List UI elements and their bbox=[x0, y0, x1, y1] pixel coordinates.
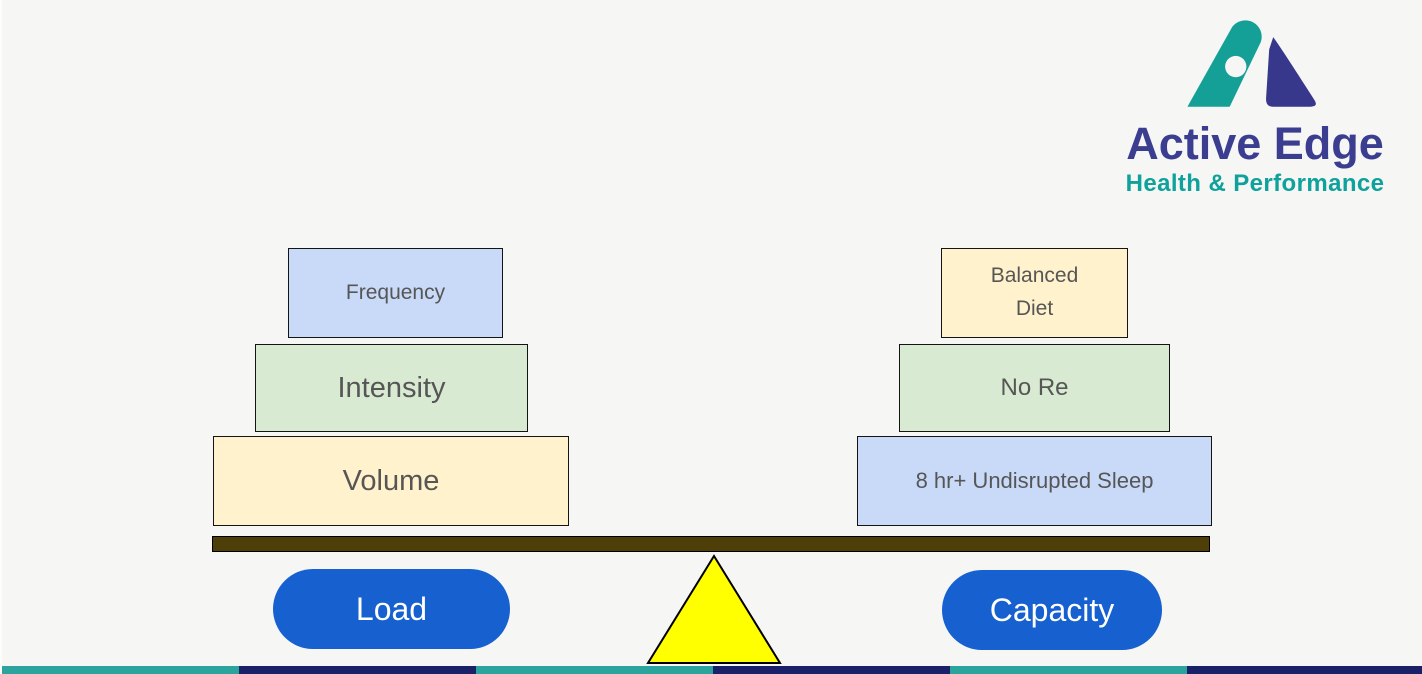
capacity-block-no-re: No Re bbox=[899, 344, 1170, 432]
strip-segment bbox=[2, 666, 239, 674]
brand-tagline: Health & Performance bbox=[1125, 170, 1385, 198]
load-block-frequency: Frequency bbox=[288, 248, 503, 338]
logo-mark-dot bbox=[1225, 55, 1247, 78]
load-pill: Load bbox=[273, 569, 510, 649]
load-block-intensity: Intensity bbox=[255, 344, 528, 432]
fulcrum-triangle-icon bbox=[646, 554, 782, 664]
bottom-accent-strip bbox=[2, 666, 1422, 674]
active-edge-a-mark-icon bbox=[1187, 20, 1316, 107]
strip-segment bbox=[476, 666, 713, 674]
capacity-block-sleep-label: 8 hr+ Undisrupted Sleep bbox=[915, 467, 1154, 493]
capacity-pill: Capacity bbox=[942, 570, 1162, 650]
strip-segment bbox=[239, 666, 476, 674]
load-block-volume: Volume bbox=[213, 436, 569, 526]
capacity-block-balanced-diet-label: Balanced Diet bbox=[990, 264, 1079, 320]
brand-logo: Active Edge Health & Performance bbox=[1102, 8, 1408, 198]
logo-mark-right-stroke bbox=[1266, 37, 1316, 107]
brand-name: Active Edge bbox=[1126, 118, 1384, 169]
load-block-volume-label: Volume bbox=[342, 464, 440, 497]
load-block-frequency-label: Frequency bbox=[345, 280, 446, 304]
capacity-pill-label: Capacity bbox=[989, 591, 1115, 628]
capacity-block-balanced-diet: Balanced Diet bbox=[941, 248, 1128, 338]
capacity-block-sleep: 8 hr+ Undisrupted Sleep bbox=[857, 436, 1212, 526]
load-pill-label: Load bbox=[355, 590, 428, 627]
strip-segment bbox=[713, 666, 950, 674]
fulcrum-triangle bbox=[646, 554, 782, 664]
capacity-block-no-re-label: No Re bbox=[1000, 374, 1069, 402]
logo-mark-left-stroke bbox=[1187, 20, 1262, 107]
strip-segment bbox=[950, 666, 1187, 674]
strip-segment bbox=[1187, 666, 1422, 674]
load-block-intensity-label: Intensity bbox=[337, 371, 446, 404]
seesaw-beam bbox=[212, 536, 1210, 552]
